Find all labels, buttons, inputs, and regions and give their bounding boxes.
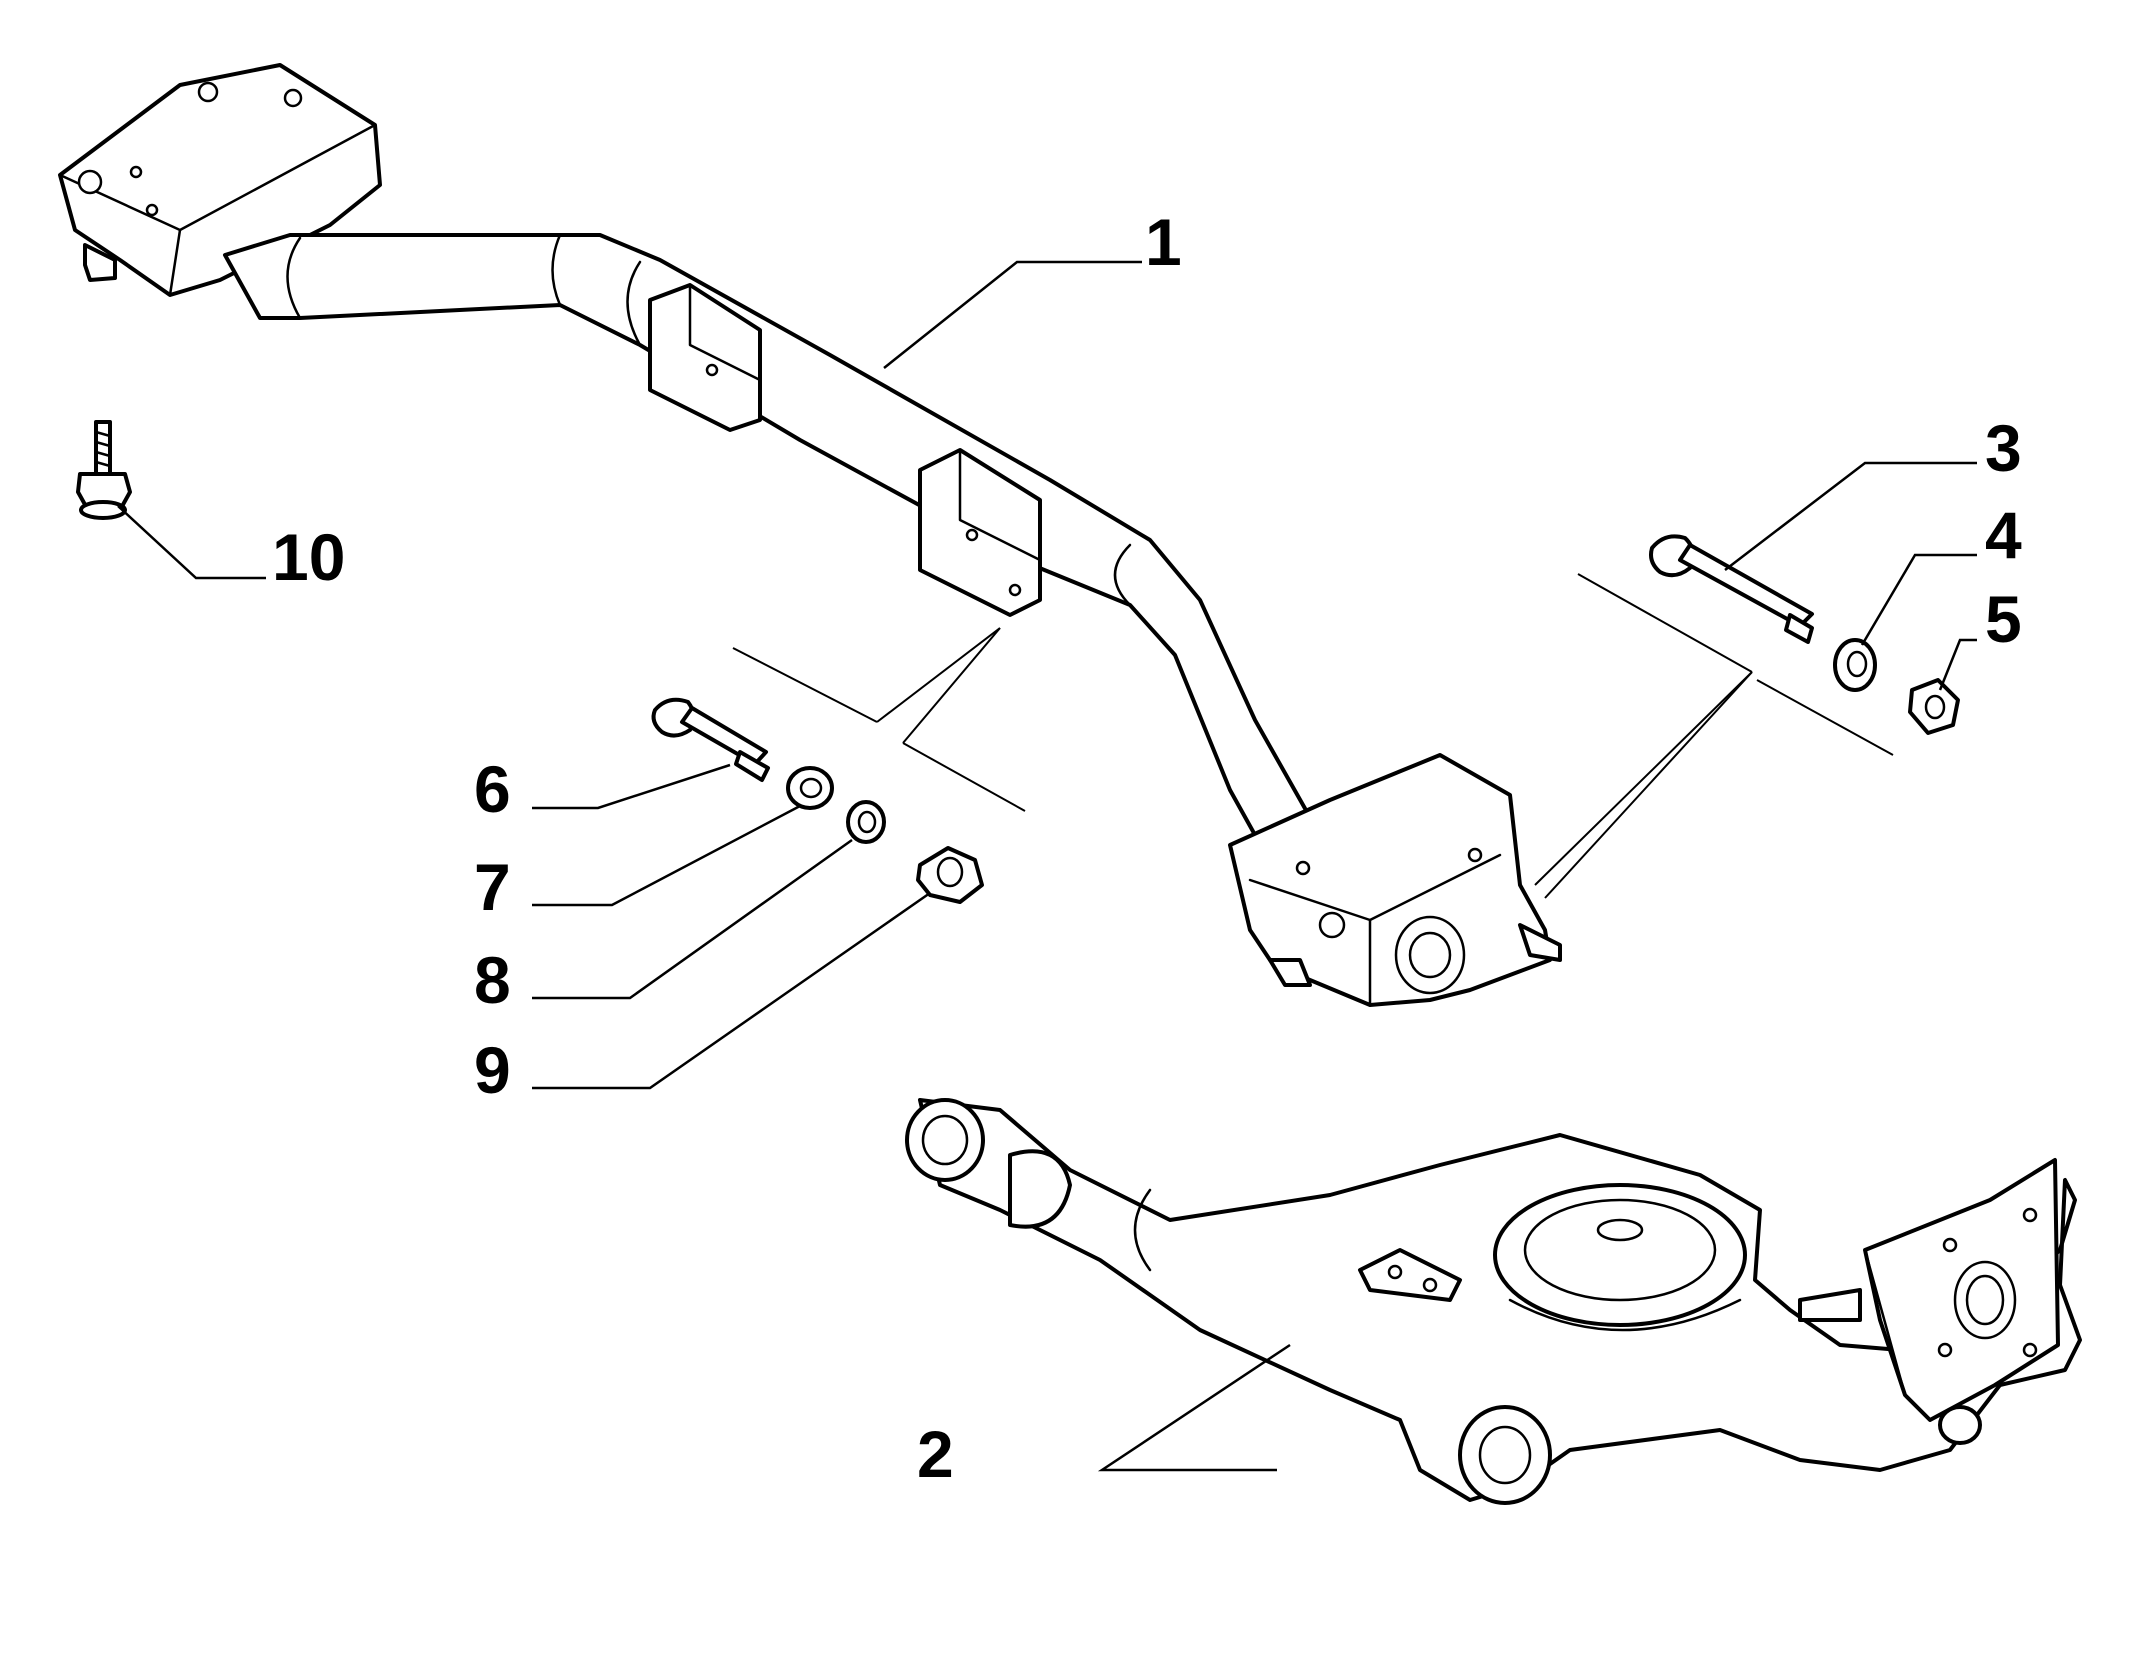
part-5-nut bbox=[1908, 678, 1960, 735]
part-7-washer bbox=[786, 766, 834, 810]
part-3-bolt bbox=[1649, 534, 1814, 644]
callout-7: 7 bbox=[474, 850, 511, 924]
part-6-bolt bbox=[651, 697, 770, 782]
callout-8: 8 bbox=[474, 943, 511, 1017]
callout-4: 4 bbox=[1985, 498, 2022, 572]
callout-6: 6 bbox=[474, 752, 511, 826]
callout-3: 3 bbox=[1985, 411, 2022, 485]
part-4-washer bbox=[1833, 638, 1877, 692]
callout-9: 9 bbox=[474, 1033, 511, 1107]
part-2-trailing-arm bbox=[905, 1098, 2082, 1505]
callout-10: 10 bbox=[272, 520, 345, 594]
callout-labels: 1 2 3 4 5 6 7 8 9 10 bbox=[272, 205, 2022, 1491]
callout-leaders bbox=[117, 260, 1977, 1472]
callout-2: 2 bbox=[917, 1417, 954, 1491]
part-1-crossmember bbox=[58, 63, 1562, 1007]
part-8-washer bbox=[846, 800, 886, 844]
assembly-guides bbox=[732, 573, 1894, 899]
part-10-bolt bbox=[76, 420, 132, 520]
callout-5: 5 bbox=[1985, 582, 2022, 656]
part-9-nut bbox=[916, 846, 984, 904]
callout-1: 1 bbox=[1145, 205, 1182, 279]
